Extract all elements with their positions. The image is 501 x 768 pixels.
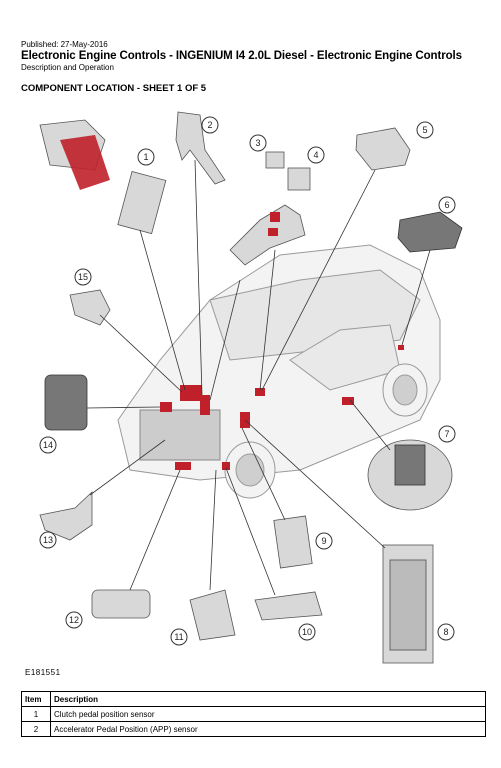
callout-11: 11 (170, 628, 188, 646)
callout-8: 8 (437, 623, 455, 641)
callout-3: 3 (249, 134, 267, 152)
svg-text:10: 10 (302, 627, 312, 637)
svg-text:13: 13 (43, 535, 53, 545)
callout-6: 6 (438, 196, 456, 214)
component-14-fuel-filter (44, 374, 88, 431)
callout-4: 4 (307, 146, 325, 164)
published-date: Published: 27-May-2016 (21, 40, 108, 49)
table-cell-description: Accelerator Pedal Position (APP) sensor (50, 721, 486, 737)
svg-text:14: 14 (43, 440, 53, 450)
svg-text:1: 1 (143, 152, 148, 162)
component-13-sensor (39, 491, 93, 541)
callout-9: 9 (315, 532, 333, 550)
table-header-description: Description (50, 691, 486, 707)
svg-text:11: 11 (174, 632, 183, 642)
component-6-module (397, 211, 463, 253)
svg-text:9: 9 (321, 536, 326, 546)
page-title: Electronic Engine Controls - INGENIUM I4… (21, 50, 462, 62)
svg-text:6: 6 (444, 200, 449, 210)
callout-10: 10 (298, 623, 316, 641)
svg-text:12: 12 (69, 615, 79, 625)
svg-text:5: 5 (422, 125, 427, 135)
svg-text:15: 15 (78, 272, 88, 282)
callout-5: 5 (416, 121, 434, 139)
page-subtitle: Description and Operation (21, 63, 114, 72)
section-title: COMPONENT LOCATION - SHEET 1 OF 5 (21, 83, 207, 94)
component-10-sensor (254, 591, 323, 621)
svg-text:4: 4 (313, 150, 318, 160)
callout-2: 2 (201, 116, 219, 134)
svg-text:8: 8 (443, 627, 448, 637)
component-1-clutch-sensor (39, 119, 167, 235)
table-header-row: Item Description (21, 691, 486, 707)
component-12-starter (91, 589, 151, 619)
svg-text:2: 2 (207, 120, 212, 130)
table-cell-item: 2 (21, 721, 51, 737)
callout-13: 13 (39, 531, 57, 549)
component-11-switch (189, 589, 236, 641)
svg-text:3: 3 (255, 138, 260, 148)
callout-1: 1 (137, 148, 155, 166)
table-row: 2 Accelerator Pedal Position (APP) senso… (21, 721, 486, 737)
component-3-4-pedal-sensors (229, 151, 311, 266)
callout-7: 7 (438, 425, 456, 443)
svg-text:7: 7 (444, 429, 449, 439)
table-cell-description: Clutch pedal position sensor (50, 706, 486, 722)
component-location-figure: 1 2 3 4 5 6 7 8 9 10 11 12 13 14 15 (39, 111, 463, 664)
leader-lines (86, 159, 431, 596)
component-7-fuel-unit (367, 439, 453, 511)
callout-12: 12 (65, 611, 83, 629)
table-cell-item: 1 (21, 706, 51, 722)
vehicle-illustration (117, 244, 441, 499)
table-row: 1 Clutch pedal position sensor (21, 706, 486, 722)
component-table: Item Description 1 Clutch pedal position… (21, 691, 486, 737)
table-header-item: Item (21, 691, 51, 707)
component-9-module (273, 515, 313, 569)
component-5-module (355, 127, 411, 171)
callout-15: 15 (74, 268, 92, 286)
component-15-sensor (69, 289, 111, 326)
figure-id: E181551 (25, 668, 61, 677)
component-8-fuse-box (382, 544, 434, 664)
callout-14: 14 (39, 436, 57, 454)
